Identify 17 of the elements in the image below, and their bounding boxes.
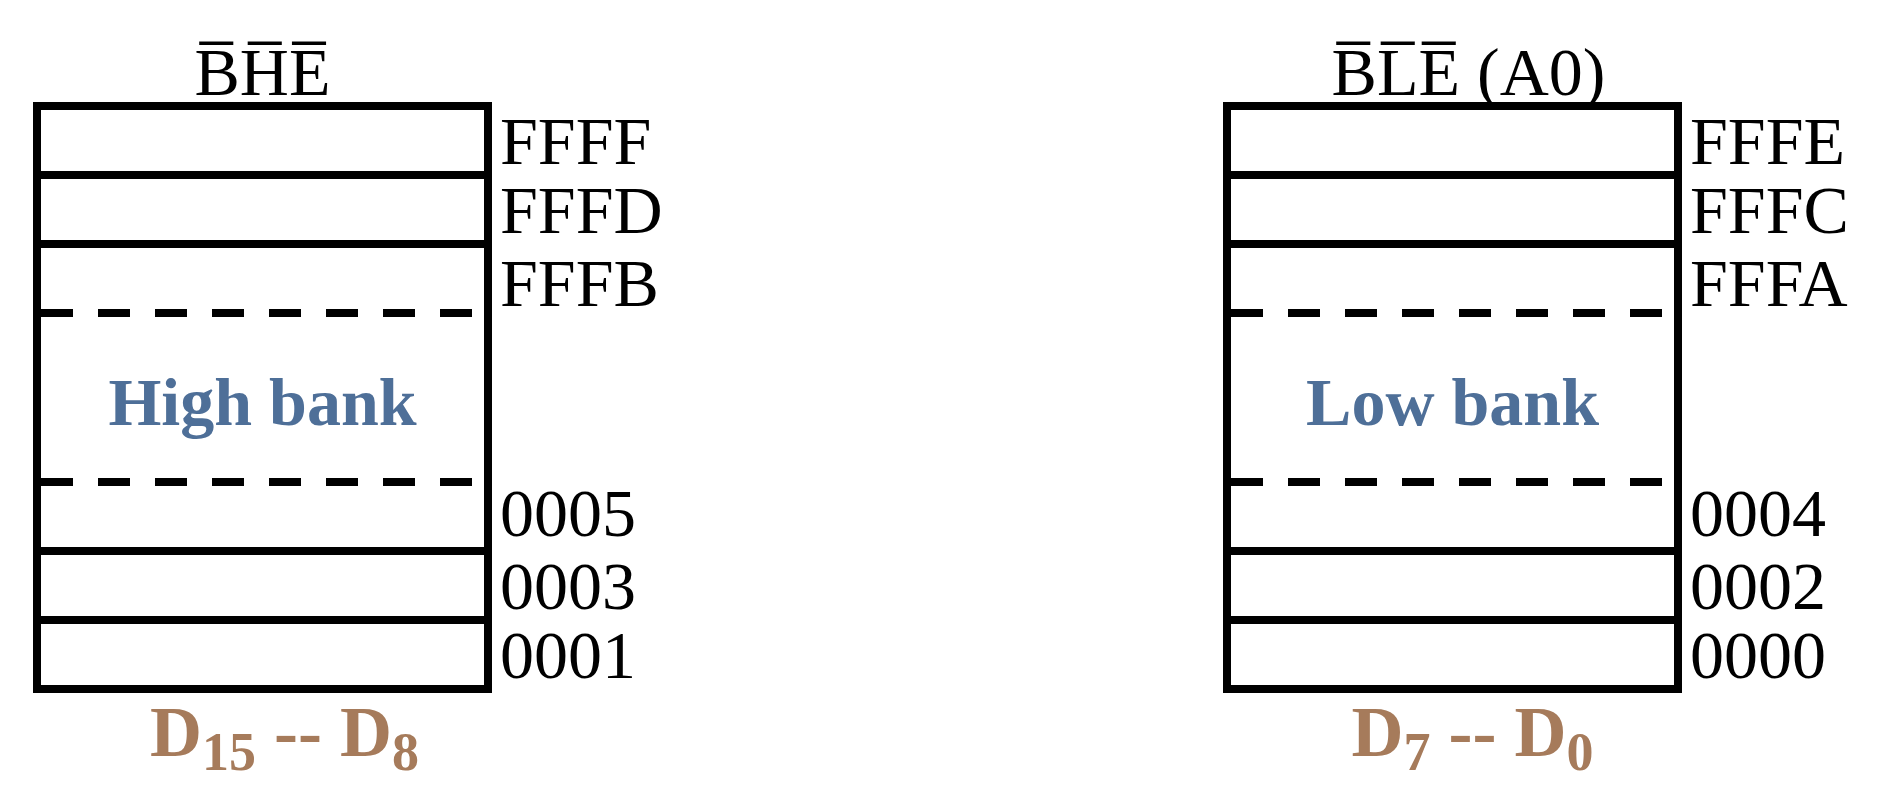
bank-label: Low bank	[1306, 368, 1599, 436]
address-label: FFFE	[1690, 106, 1845, 175]
address-label: FFFD	[500, 175, 663, 244]
address-label: 0003	[500, 551, 636, 620]
address-label: FFFF	[500, 106, 652, 175]
data-bus-label: D$_{15}$ -- D$_{8}$	[150, 701, 419, 777]
address-label: 0002	[1690, 551, 1826, 620]
address-label: FFFA	[1690, 248, 1848, 317]
bank-heading: B̅L̅E̅ (A0)	[1331, 42, 1606, 102]
address-label: 0000	[1690, 620, 1826, 689]
bank-heading: B̅H̅E̅	[194, 42, 331, 102]
address-label: 0001	[500, 620, 636, 689]
address-label: FFFC	[1690, 175, 1849, 244]
address-label: FFFB	[500, 248, 659, 317]
data-bus-label: D$_{7}$ -- D$_{0}$	[1351, 701, 1594, 777]
address-label: 0005	[500, 478, 636, 547]
address-label: 0004	[1690, 478, 1826, 547]
